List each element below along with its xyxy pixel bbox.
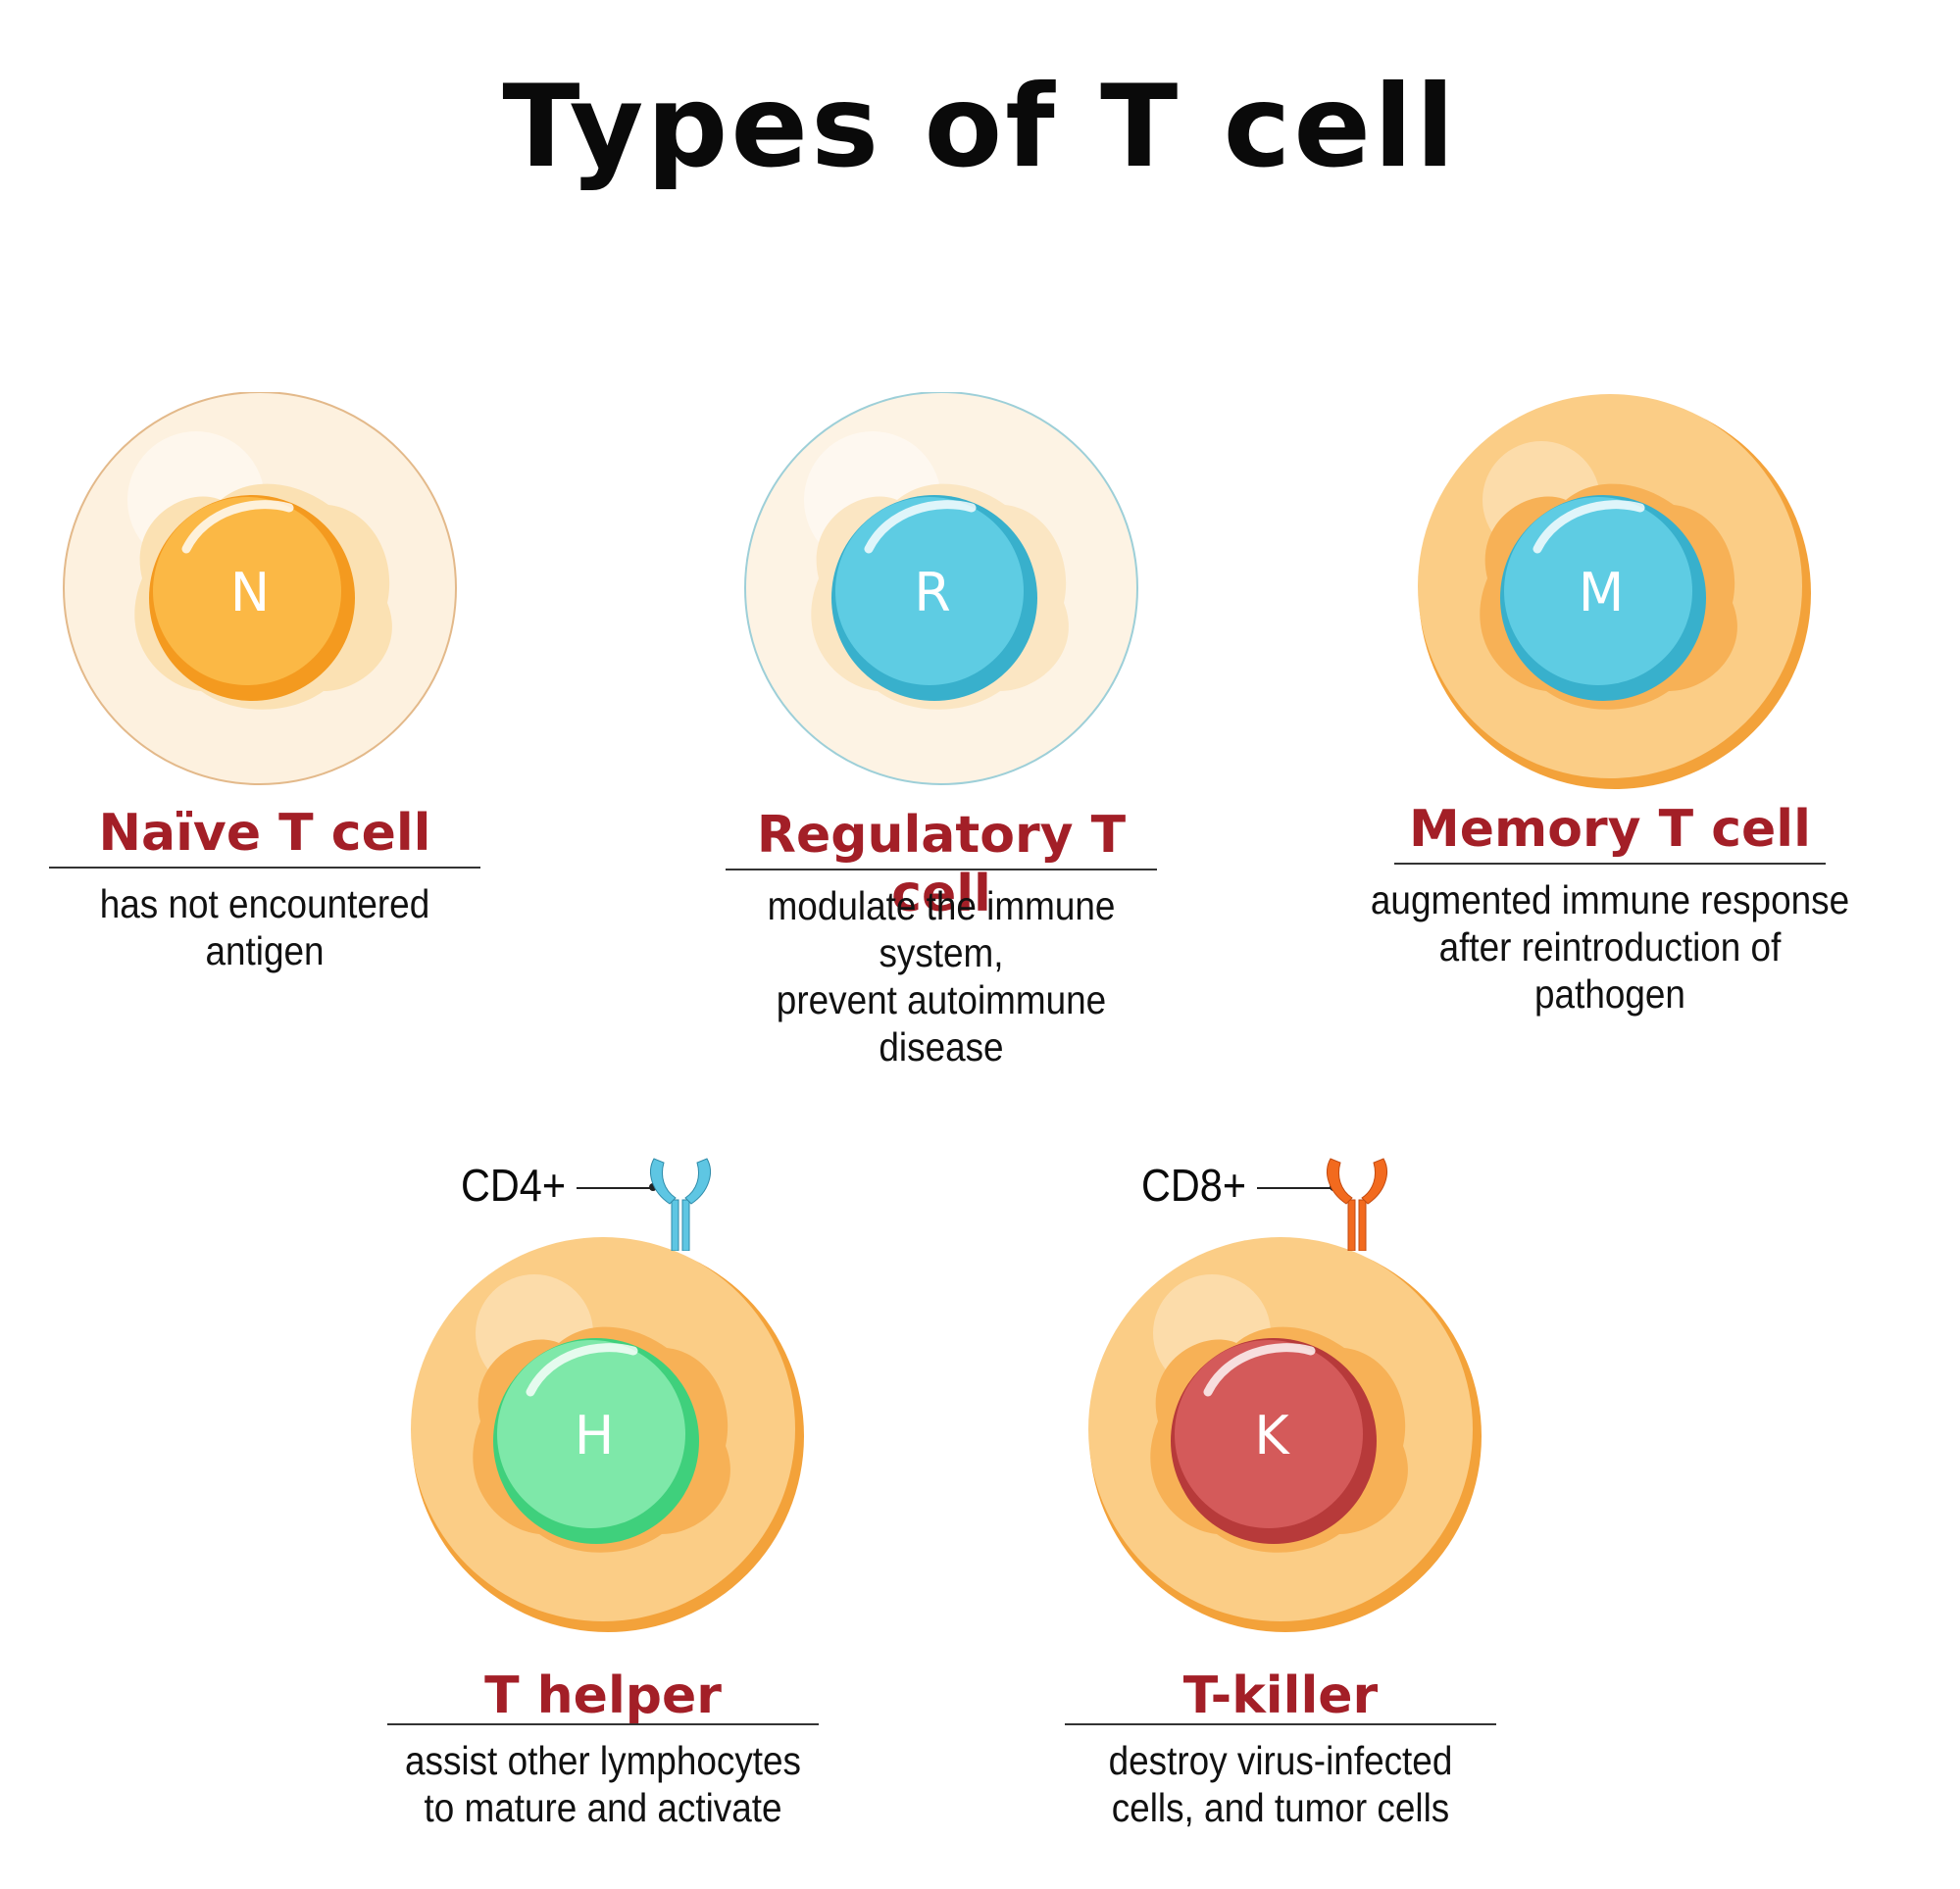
helper-nucleus-letter: H [575, 1405, 615, 1466]
cell-card-killer: K T-killer destroy virus-infected cells,… [1065, 1235, 1496, 1830]
memory-description: augmented immune response after reintrod… [1363, 876, 1857, 1018]
regulatory-nucleus-letter: R [914, 562, 951, 623]
memory-nucleus-shine [1533, 500, 1645, 554]
cd4-receptor-icon [650, 1158, 711, 1251]
naive-cell-name: Naïve T cell [98, 804, 431, 863]
cd4-leader-line [577, 1187, 653, 1189]
killer-cell-illustration: K [1088, 1237, 1482, 1632]
cell-card-regulatory: R Regulatory T cell modulate the immune … [726, 392, 1157, 1069]
cell-card-naive: N Naïve T cell has not encountered antig… [49, 392, 480, 1000]
memory-underline [1394, 863, 1826, 865]
helper-description-line-2: to mature and activate [424, 1785, 782, 1830]
helper-cell-illustration: H [411, 1237, 804, 1632]
cd8-marker-label: CD8+ [1141, 1160, 1247, 1211]
killer-nucleus-core [1175, 1340, 1363, 1528]
cd4-leader-dot [649, 1183, 657, 1191]
regulatory-description-line-1: modulate the immune system, [767, 883, 1116, 975]
naive-underline [49, 867, 480, 869]
killer-cell-name: T-killer [1182, 1666, 1379, 1725]
killer-nucleus-shine [1203, 1343, 1316, 1397]
killer-nucleus-letter: K [1254, 1405, 1290, 1466]
regulatory-description: modulate the immune system, prevent auto… [712, 882, 1171, 1070]
memory-cell-name: Memory T cell [1409, 800, 1811, 859]
cd4-marker-label: CD4+ [461, 1160, 567, 1211]
memory-nucleus-letter: M [1579, 562, 1625, 623]
helper-underline [387, 1723, 819, 1725]
regulatory-description-line-2: prevent autoimmune disease [776, 977, 1107, 1069]
cd8-receptor-icon [1327, 1158, 1387, 1251]
page-title: Types of T cell [502, 61, 1458, 193]
memory-cell-illustration: M [1418, 394, 1811, 789]
killer-description-line-1: destroy virus-infected [1108, 1738, 1453, 1783]
memory-description-line-1: augmented immune response [1370, 877, 1850, 922]
helper-cell-name: T helper [484, 1666, 722, 1725]
naive-description-line-2: antigen [205, 928, 325, 973]
helper-nucleus-shine [526, 1343, 638, 1397]
regulatory-cell-illustration: R [744, 392, 1138, 785]
regulatory-nucleus-shine [864, 500, 977, 554]
naive-description: has not encountered antigen [35, 880, 494, 974]
regulatory-cell-name: Regulatory T cell [756, 806, 1127, 923]
naive-description-line-1: has not encountered [99, 881, 430, 926]
killer-description-line-2: cells, and tumor cells [1111, 1785, 1450, 1830]
regulatory-underline [726, 869, 1157, 870]
memory-description-line-2: after reintroduction of pathogen [1438, 924, 1782, 1017]
cell-card-memory: M Memory T cell augmented immune respons… [1371, 392, 1849, 1017]
naive-cell-illustration: N [63, 392, 457, 785]
memory-nucleus-core [1504, 497, 1692, 685]
killer-description: destroy virus-infected cells, and tumor … [1051, 1737, 1510, 1831]
regulatory-nucleus-core [835, 497, 1024, 685]
helper-description-line-1: assist other lymphocytes [404, 1738, 802, 1783]
killer-underline [1065, 1723, 1496, 1725]
naive-nucleus-letter: N [230, 562, 270, 623]
cd8-leader-line [1257, 1187, 1333, 1189]
cell-card-helper: H T helper assist other lymphocytes to m… [387, 1235, 819, 1830]
naive-nucleus-shine [181, 500, 294, 554]
naive-nucleus-core [153, 497, 341, 685]
helper-description: assist other lymphocytes to mature and a… [374, 1737, 832, 1831]
helper-nucleus-core [497, 1340, 685, 1528]
